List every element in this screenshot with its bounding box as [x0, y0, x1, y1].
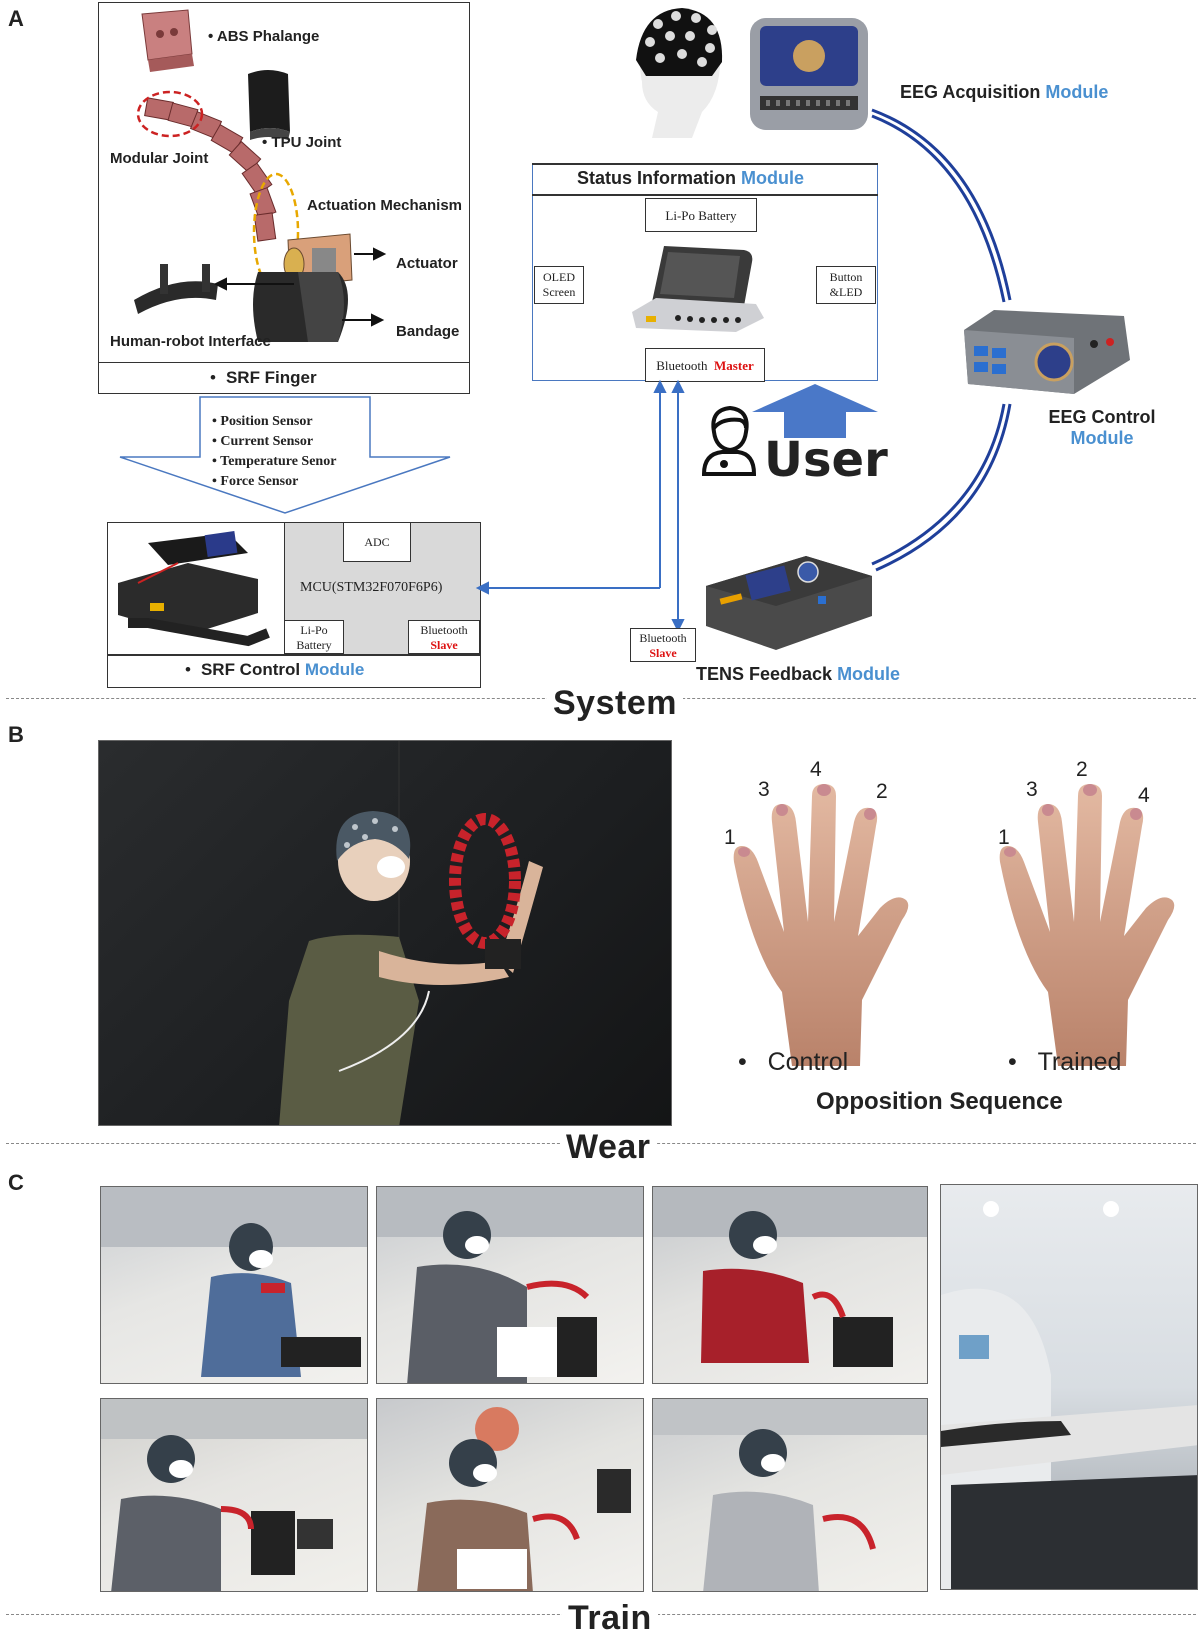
modular-joint-highlight [136, 90, 204, 138]
eeg-control-device [964, 310, 1130, 394]
user-icon [701, 405, 757, 476]
callout-tpu-joint: • TPU Joint [262, 134, 342, 151]
mcu-label: MCU(STM32F070F6P6) [300, 580, 443, 595]
sensor-list: • Position Sensor • Current Sensor • Tem… [212, 414, 337, 489]
status-device-illustration [632, 246, 764, 332]
status-title-divider [532, 194, 878, 196]
control-finger-num-3: 4 [810, 758, 822, 781]
button-led-box: Button&LED [816, 266, 876, 304]
callout-modular-joint: Modular Joint [110, 150, 209, 167]
train-photo-3 [652, 1186, 928, 1384]
callout-bandage: Bandage [396, 323, 460, 340]
train-photo-mri [940, 1184, 1198, 1590]
trained-finger-num-4: 4 [1138, 784, 1150, 807]
trained-finger-num-1: 1 [998, 826, 1010, 849]
control-finger-num-4: 2 [876, 780, 888, 803]
train-photo-2 [376, 1186, 644, 1384]
system-title: System [547, 684, 683, 723]
status-module-title: Status Information Module [577, 168, 805, 188]
user-up-arrow [752, 384, 878, 438]
control-finger-num-1: 1 [724, 826, 736, 849]
srf-control-title: •SRF Control Module [185, 660, 365, 679]
srf-control-photo [108, 523, 284, 654]
trained-finger-num-2: 3 [1026, 778, 1038, 801]
tens-device [706, 556, 872, 650]
opposition-sequence-title: Opposition Sequence [816, 1088, 1063, 1115]
control-caption: • Control [738, 1048, 849, 1076]
hri-icon [134, 264, 218, 314]
panel-letter-b: B [8, 722, 24, 747]
panel-letter-c: C [8, 1170, 24, 1195]
callout-abs-phalange: • ABS Phalange [208, 28, 320, 45]
control-finger-num-2: 3 [758, 778, 770, 801]
wear-photo [98, 740, 672, 1126]
train-photo-6 [652, 1398, 928, 1592]
wear-title: Wear [560, 1128, 657, 1167]
callout-actuation-mechanism: Actuation Mechanism [307, 197, 463, 214]
status-bluetooth-box: Bluetooth Master [645, 348, 765, 382]
train-title: Train [562, 1598, 658, 1641]
status-title-top [532, 163, 878, 165]
trained-finger-num-3: 2 [1076, 758, 1088, 781]
adc-box: ADC [343, 522, 411, 562]
srf-finger-title: •SRF Finger [210, 368, 317, 387]
tens-feedback-label: TENS Feedback Module [696, 664, 901, 684]
eeg-head-illustration [636, 8, 723, 139]
trained-caption: • Trained [1008, 1048, 1122, 1076]
train-photo-1 [100, 1186, 368, 1384]
actuation-highlight [252, 172, 300, 292]
tpu-joint-icon [248, 70, 290, 140]
train-photo-5 [376, 1398, 644, 1592]
connection-lines [475, 108, 1012, 633]
eeg-acquisition-device [750, 18, 868, 130]
srf-finger-illustration [134, 9, 387, 342]
hand-trained [999, 784, 1175, 1066]
panel-letter-a: A [8, 6, 24, 31]
sensor-arrow [119, 396, 451, 514]
finger-chain [144, 97, 277, 242]
eeg-acquisition-label: EEG Acquisition Module [900, 82, 1109, 102]
srf-control-title-bar [107, 654, 481, 656]
train-photo-4 [100, 1398, 368, 1592]
callout-hri: Human-robot Interface [110, 333, 271, 350]
status-battery-box: Li-Po Battery [645, 198, 757, 232]
abs-phalange-icon [141, 9, 194, 72]
callout-actuator: Actuator [396, 255, 458, 272]
srf-finger-title-bar [98, 362, 470, 394]
bandage-icon [253, 272, 348, 342]
hand-control [733, 784, 909, 1066]
user-label: User [764, 432, 888, 488]
